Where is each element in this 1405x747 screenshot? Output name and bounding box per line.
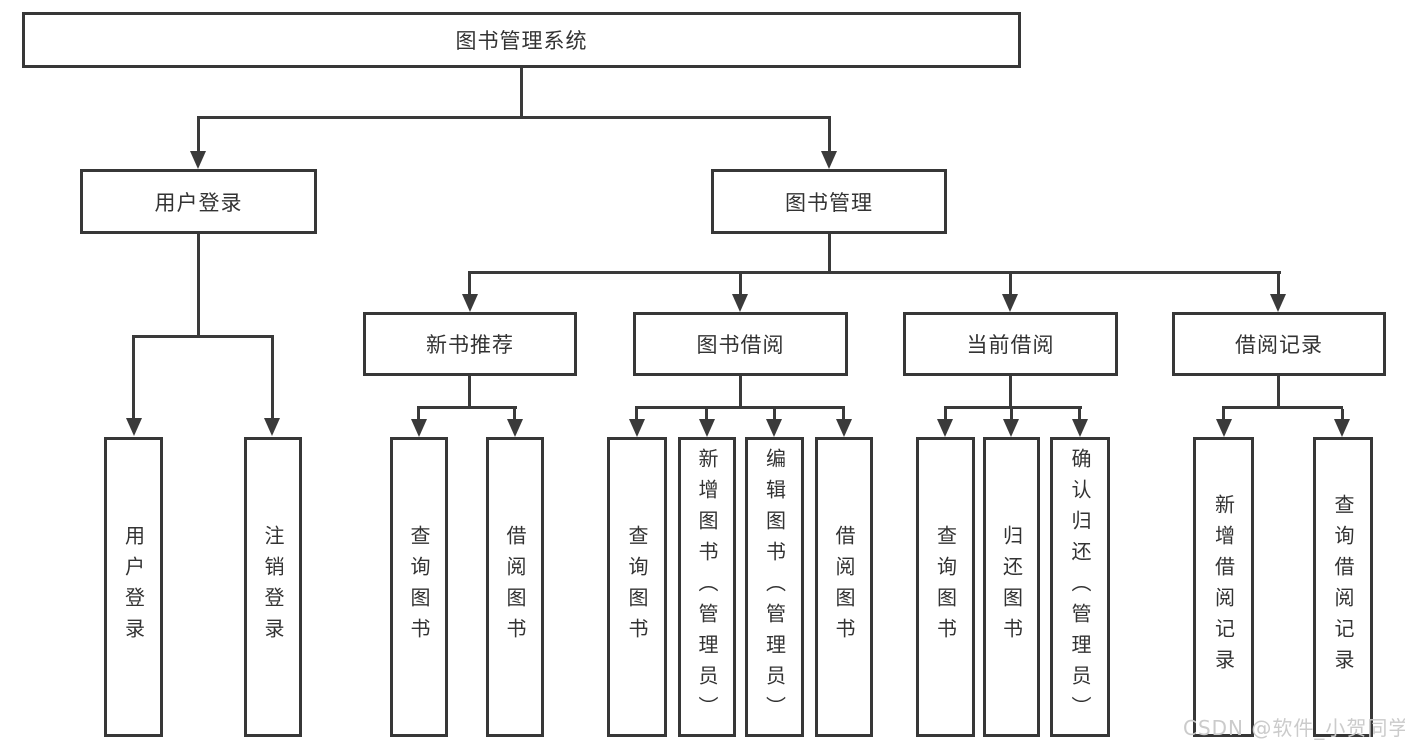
- connector-stem-borrow-records: [1277, 274, 1280, 296]
- node-root: 图书管理系统: [22, 12, 1021, 68]
- arrow-down-g3-1: [699, 419, 715, 437]
- arrow-down-leaf-logout: [264, 418, 280, 436]
- connector-user-login-stem: [197, 234, 200, 335]
- connector-stem-g5-0: [1222, 409, 1225, 421]
- connector-new-rec-stem: [468, 376, 471, 408]
- connector-stem-g2-0: [417, 409, 420, 421]
- connector-stem-g5-1: [1341, 409, 1344, 421]
- leaf-confirm-return-admin-label: 确认归还（管理员）: [1068, 447, 1092, 727]
- connector-book-mgmt-stem: [828, 234, 831, 273]
- arrow-down-g2-1: [507, 419, 523, 437]
- leaf-logout: 注销登录: [244, 437, 302, 737]
- node-new-rec: 新书推荐: [363, 312, 577, 376]
- node-user-login: 用户登录: [80, 169, 317, 234]
- watermark-text: CSDN @软件_小贺同学: [1183, 716, 1405, 740]
- node-book-borrow: 图书借阅: [633, 312, 848, 376]
- arrow-down-user-login: [190, 151, 206, 169]
- connector-new-rec-hline: [417, 406, 517, 409]
- leaf-edit-book-admin: 编辑图书（管理员）: [745, 437, 804, 737]
- connector-stem-book-mgmt: [828, 119, 831, 153]
- connector-stem-g4-2: [1078, 409, 1081, 421]
- arrow-down-g3-0: [629, 419, 645, 437]
- leaf-logout-label: 注销登录: [261, 525, 285, 649]
- connector-book-borrow-hline: [635, 406, 845, 409]
- connector-stem-leaf-logout: [271, 335, 274, 419]
- leaf-newrec-query-book: 查询图书: [390, 437, 448, 737]
- connector-stem-leaf-login: [132, 335, 135, 419]
- connector-stem-new-rec: [468, 274, 471, 296]
- leaf-add-book-admin: 新增图书（管理员）: [678, 437, 736, 737]
- node-book-mgmt: 图书管理: [711, 169, 947, 234]
- node-borrow-records: 借阅记录: [1172, 312, 1386, 376]
- arrow-down-g4-1: [1003, 419, 1019, 437]
- leaf-user-login: 用户登录: [104, 437, 163, 737]
- node-new-rec-label: 新书推荐: [426, 333, 514, 357]
- arrow-down-new-rec: [462, 294, 478, 312]
- connector-stem-g3-0: [635, 409, 638, 421]
- arrow-down-book-borrow: [732, 294, 748, 312]
- leaf-confirm-return-admin: 确认归还（管理员）: [1050, 437, 1110, 737]
- connector-stem-g3-2: [773, 409, 776, 421]
- leaf-query-borrow-record: 查询借阅记录: [1313, 437, 1373, 737]
- connector-stem-g2-1: [513, 409, 516, 421]
- connector-book-mgmt-hline: [468, 271, 1281, 274]
- connector-current-borrow-stem: [1009, 376, 1012, 408]
- connector-stem-g3-1: [705, 409, 708, 421]
- connector-stem-book-borrow: [739, 274, 742, 296]
- arrow-down-g2-0: [411, 419, 427, 437]
- leaf-borrow-query-book-label: 查询图书: [625, 525, 649, 649]
- leaf-add-borrow-record-label: 新增借阅记录: [1211, 494, 1236, 680]
- arrow-down-book-mgmt: [821, 151, 837, 169]
- arrow-down-current-borrow: [1002, 294, 1018, 312]
- connector-stem-g4-1: [1010, 409, 1013, 421]
- leaf-borrow-borrow-book-label: 借阅图书: [832, 525, 856, 649]
- connector-root-stem: [520, 68, 523, 118]
- node-borrow-records-label: 借阅记录: [1235, 333, 1323, 357]
- leaf-edit-book-admin-label: 编辑图书（管理员）: [762, 447, 787, 727]
- connector-borrow-records-stem: [1277, 376, 1280, 408]
- leaf-add-borrow-record: 新增借阅记录: [1193, 437, 1254, 737]
- leaf-newrec-query-book-label: 查询图书: [407, 525, 431, 649]
- node-current-borrow: 当前借阅: [903, 312, 1118, 376]
- connector-user-login-hline: [132, 335, 274, 338]
- leaf-query-borrow-record-label: 查询借阅记录: [1331, 494, 1355, 680]
- leaf-return-book: 归还图书: [983, 437, 1040, 737]
- leaf-newrec-borrow-book-label: 借阅图书: [503, 525, 527, 649]
- leaf-add-book-admin-label: 新增图书（管理员）: [695, 447, 719, 727]
- connector-borrow-records-hline: [1222, 406, 1343, 409]
- arrow-down-borrow-records: [1270, 294, 1286, 312]
- connector-stem-g4-0: [944, 409, 947, 421]
- arrow-down-g5-1: [1334, 419, 1350, 437]
- connector-stem-current-borrow: [1009, 274, 1012, 296]
- leaf-borrow-query-book: 查询图书: [607, 437, 667, 737]
- connector-stem-user-login: [197, 119, 200, 153]
- connector-current-borrow-hline: [944, 406, 1082, 409]
- arrow-down-leaf-login: [126, 418, 142, 436]
- node-book-mgmt-label: 图书管理: [785, 190, 873, 215]
- arrow-down-g5-0: [1216, 419, 1232, 437]
- leaf-current-query-book: 查询图书: [916, 437, 975, 737]
- leaf-user-login-label: 用户登录: [121, 525, 146, 649]
- arrow-down-g4-2: [1072, 419, 1088, 437]
- arrow-down-g3-3: [836, 419, 852, 437]
- leaf-return-book-label: 归还图书: [999, 525, 1024, 649]
- leaf-newrec-borrow-book: 借阅图书: [486, 437, 544, 737]
- connector-book-borrow-stem: [739, 376, 742, 408]
- arrow-down-g3-2: [766, 419, 782, 437]
- leaf-current-query-book-label: 查询图书: [933, 525, 958, 649]
- node-current-borrow-label: 当前借阅: [966, 333, 1055, 357]
- arrow-down-g4-0: [937, 419, 953, 437]
- node-root-label: 图书管理系统: [455, 29, 588, 53]
- connector-stem-g3-3: [842, 409, 845, 421]
- node-user-login-label: 用户登录: [154, 190, 243, 215]
- node-book-borrow-label: 图书借阅: [696, 333, 785, 357]
- leaf-borrow-borrow-book: 借阅图书: [815, 437, 873, 737]
- connector-root-hline: [197, 116, 831, 119]
